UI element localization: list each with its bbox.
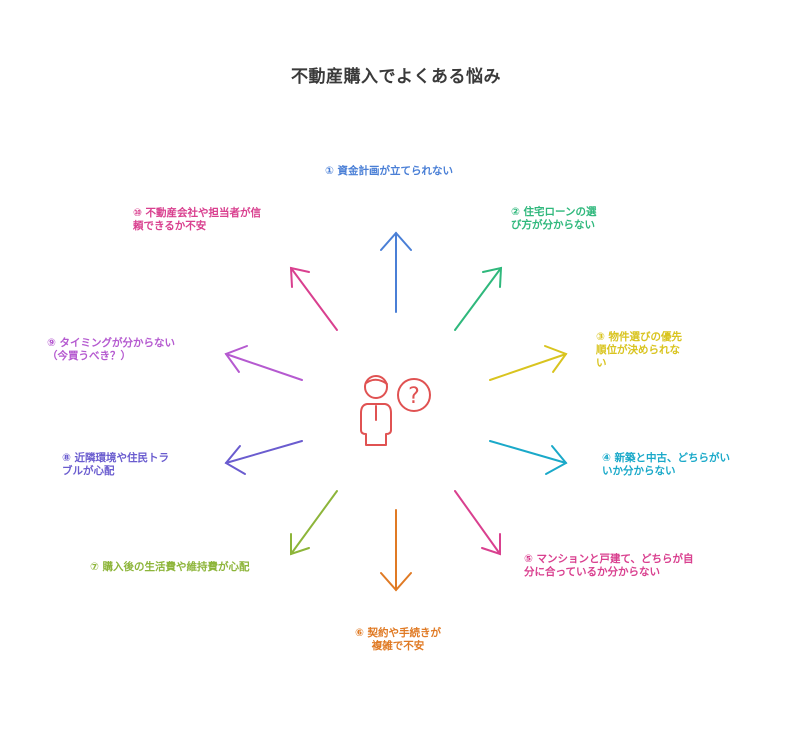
confused-person-icon bbox=[360, 375, 392, 446]
arrow-8 bbox=[224, 440, 303, 475]
arrow-2 bbox=[454, 266, 503, 331]
arrow-1 bbox=[380, 231, 412, 313]
arrow-10 bbox=[289, 266, 338, 331]
question-mark-text: ? bbox=[408, 384, 420, 409]
worry-label-9: ⑨ タイミングが分からない （今買うべき？） bbox=[47, 337, 176, 362]
arrow-7 bbox=[290, 490, 338, 556]
worry-label-8: ⑧ 近隣環境や住民トラ ブルが心配 bbox=[62, 452, 170, 477]
worry-label-5: ⑤ マンションと戸建て、どちらが自 分に合っているか分からない bbox=[524, 553, 694, 578]
worry-label-10: ⑩ 不動産会社や担当者が信 頼できるか不安 bbox=[133, 207, 262, 232]
arrow-9 bbox=[224, 345, 303, 381]
worry-label-6: ⑥ 契約や手続きが 複雑で不安 bbox=[354, 627, 442, 652]
worry-label-2: ② 住宅ローンの選 び方が分からない bbox=[511, 206, 597, 231]
worry-label-4: ④ 新築と中古、どちらがい いか分からない bbox=[602, 452, 731, 477]
arrow-6 bbox=[380, 509, 412, 592]
arrow-3 bbox=[489, 345, 568, 381]
worry-label-3: ③ 物件選びの優先 順位が決められな い bbox=[596, 331, 683, 369]
worry-label-1: ① 資金計画が立てられない bbox=[325, 165, 454, 177]
diagram-title: 不動産購入でよくある悩み bbox=[291, 67, 501, 87]
arrow-4 bbox=[489, 440, 568, 475]
worry-label-7: ⑦ 購入後の生活費や維持費が心配 bbox=[90, 561, 250, 573]
arrow-5 bbox=[454, 490, 501, 556]
question-mark-icon: ? bbox=[397, 378, 431, 412]
